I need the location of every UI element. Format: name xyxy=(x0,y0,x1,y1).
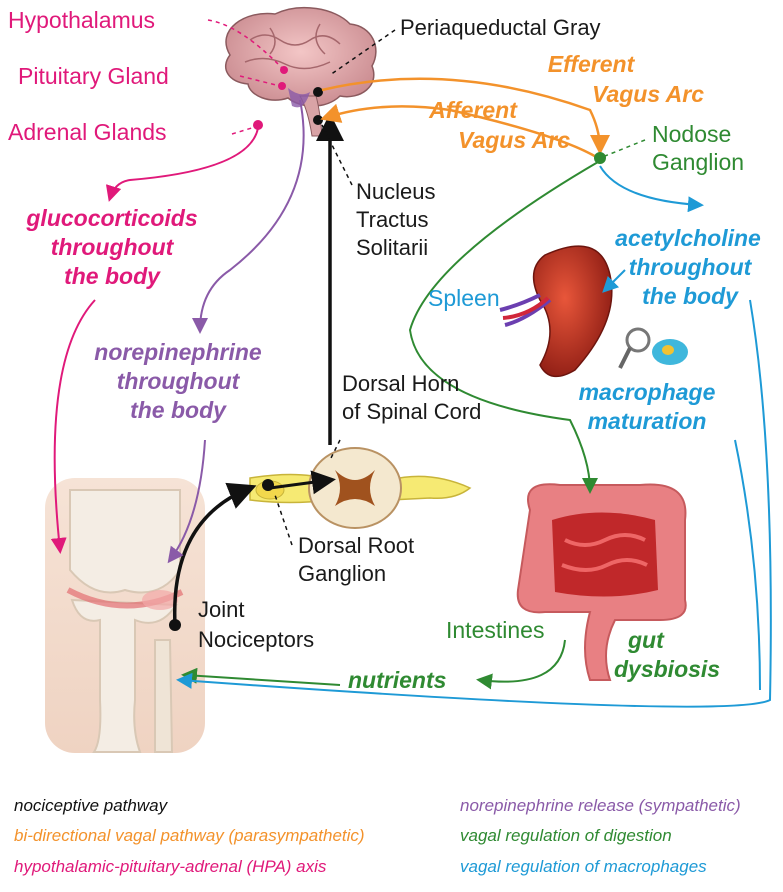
pag-label: Periaqueductal Gray xyxy=(400,16,601,41)
nodose-label: Nodose xyxy=(652,122,731,148)
hypothalamus-label: Hypothalamus xyxy=(8,8,155,34)
efferent-label-2: Vagus Arc xyxy=(578,82,718,108)
macro-label-2: maturation xyxy=(552,409,742,435)
ach-label: acetylcholine xyxy=(588,226,783,252)
nts-label: Nucleus xyxy=(356,180,435,205)
legend-macrophages: vagal regulation of macrophages xyxy=(460,857,707,877)
joint-label-2: Nociceptors xyxy=(198,628,314,653)
spinal-cord-illustration xyxy=(250,448,470,528)
ach-label-2: throughout xyxy=(600,255,780,281)
afferent-label-2: Vagus Arc xyxy=(444,128,584,154)
legend-norepi: norepinephrine release (sympathetic) xyxy=(460,796,741,816)
ach-label-3: the body xyxy=(600,284,780,310)
gut-label-2: dysbiosis xyxy=(614,657,720,683)
drg-label: Dorsal Root xyxy=(298,534,414,559)
norepi-label-2: throughout xyxy=(78,369,278,395)
intestines-label: Intestines xyxy=(446,618,544,644)
nutrients-label: nutrients xyxy=(348,668,446,694)
dorsal-horn-label: Dorsal Horn xyxy=(342,372,459,397)
legend-vagal: bi-directional vagal pathway (parasympat… xyxy=(14,826,365,846)
legend-nociceptive: nociceptive pathway xyxy=(14,796,167,816)
legend-hpa: hypothalamic-pituitary-adrenal (HPA) axi… xyxy=(14,857,326,877)
joint-label: Joint xyxy=(198,598,244,623)
norepi-label-3: the body xyxy=(78,398,278,424)
dorsal-horn-label-2: of Spinal Cord xyxy=(342,400,481,425)
gluco-label-2: throughout xyxy=(2,235,222,261)
knee-illustration xyxy=(45,478,205,753)
nts-label-3: Solitarii xyxy=(356,236,428,261)
spleen-label: Spleen xyxy=(428,286,500,312)
macro-label: macrophage xyxy=(552,380,742,406)
norepi-label: norepinephrine xyxy=(78,340,278,366)
nts-label-2: Tractus xyxy=(356,208,429,233)
pituitary-label: Pituitary Gland xyxy=(18,64,169,90)
brain-illustration xyxy=(226,8,376,136)
drg-label-2: Ganglion xyxy=(298,562,386,587)
efferent-label: Efferent xyxy=(526,52,656,78)
gluco-label-3: the body xyxy=(2,264,222,290)
adrenal-label: Adrenal Glands xyxy=(8,120,167,146)
gut-label: gut xyxy=(628,628,664,654)
nodose-label-2: Ganglion xyxy=(652,150,744,176)
gluco-label: glucocorticoids xyxy=(2,206,222,232)
legend-digestion: vagal regulation of digestion xyxy=(460,826,672,846)
afferent-label: Afferent xyxy=(408,98,538,124)
